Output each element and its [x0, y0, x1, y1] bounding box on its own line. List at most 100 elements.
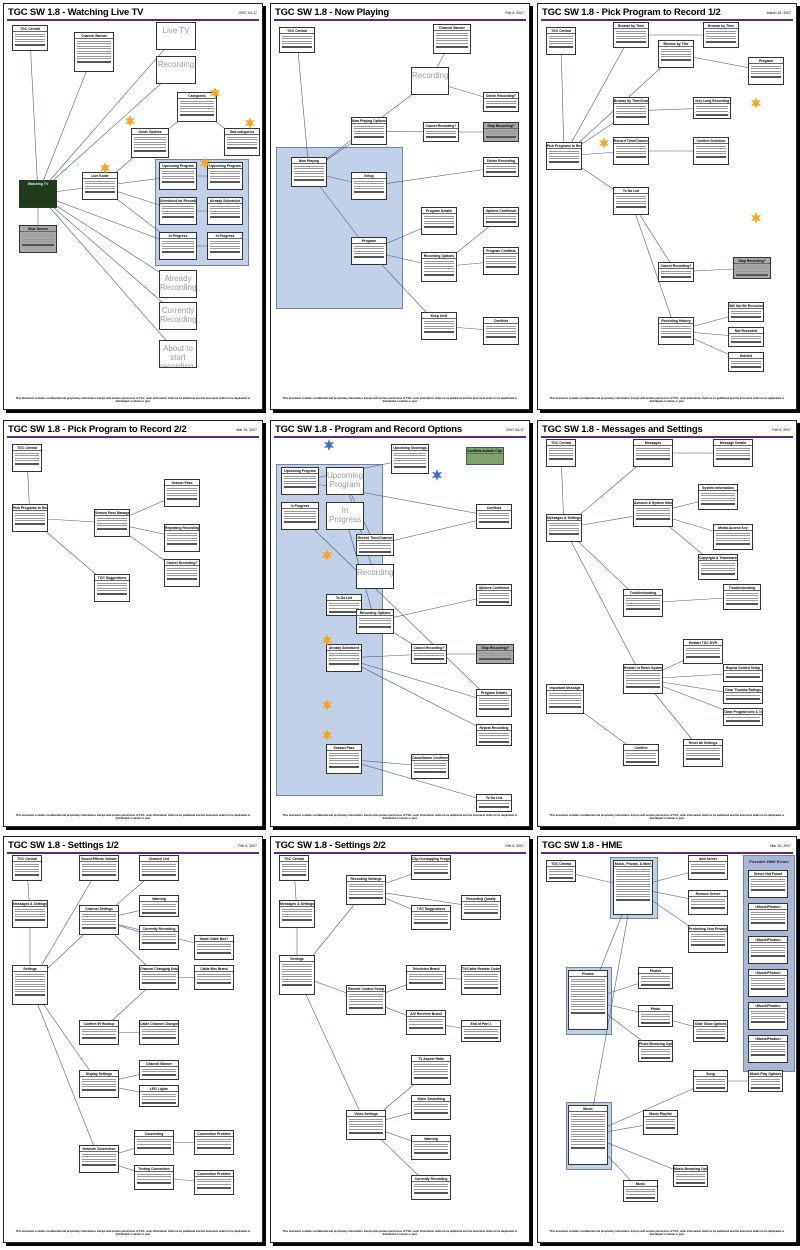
screen-content-line: [571, 1133, 605, 1135]
screen-content-line: [134, 146, 166, 148]
screen-title: Stop Recording?: [477, 645, 513, 651]
screen-content-line: [82, 1153, 116, 1155]
screen-content-line: [82, 918, 116, 920]
screen-content-line: [751, 1081, 780, 1082]
screen-node: Messages & Settings: [279, 900, 315, 928]
screen-content-line: [197, 948, 231, 950]
screen-node: Sub-categories: [224, 128, 260, 156]
screen-node: Connection Problem: [194, 1130, 234, 1155]
screen-content-line: [167, 498, 197, 500]
screen-content-line: [15, 463, 39, 465]
screen-content-line: [82, 1156, 116, 1157]
screen-content-line: [414, 1071, 448, 1072]
screen-content-line: [661, 270, 691, 272]
screen-content-line: [736, 273, 768, 276]
screen-content-line: [486, 260, 516, 262]
screen-content-line: [436, 37, 468, 39]
screen-content-line: [731, 338, 761, 339]
screen-content-line: [282, 968, 312, 970]
screen-content-line: [414, 762, 446, 764]
screen-content-line: [210, 248, 240, 249]
screen-node: To Do List: [476, 794, 512, 812]
screen-title: Television Brand: [407, 966, 445, 972]
screen-content-line: [731, 341, 761, 343]
screen-content-line: [15, 38, 45, 40]
screen-node: Upcoming Program: [281, 467, 319, 495]
screen-title: Program: [749, 58, 783, 64]
page-date: Mar 15, 2007: [236, 428, 257, 432]
screen-content-line: [282, 911, 312, 912]
screen-title: Video Settings: [347, 1111, 385, 1117]
screen-node: Connection Problem: [194, 1170, 234, 1195]
screen-content-line: [549, 525, 579, 526]
screen-content-line: [77, 48, 111, 49]
screen-content-line: [571, 1006, 605, 1007]
screen-content-line: [180, 110, 214, 112]
screen-node: Reset All Settings: [683, 739, 723, 767]
screen-content-line: [15, 983, 45, 985]
screen-content-line: [282, 46, 312, 48]
screen-node: Settings: [12, 965, 48, 1005]
screen-content-line: [142, 933, 176, 935]
screen-node: Pick Programs to Record: [546, 142, 582, 170]
screen-content-line: [751, 914, 785, 915]
screen-content-line: [636, 452, 670, 454]
screen-content-line: [701, 567, 735, 569]
screen-content-line: [751, 977, 785, 979]
screen-node: Program: [748, 57, 784, 85]
flow-arrow: [37, 193, 179, 355]
screen-content-line: [82, 921, 116, 922]
screen-content-line: [85, 183, 115, 184]
screen-node: Troubleshooting: [623, 589, 663, 617]
screen-node: A/V Receiver Brand: [406, 1010, 446, 1035]
screen-title: In Progress: [282, 503, 318, 509]
screen-title: End of Part 1: [462, 1021, 500, 1027]
starburst-icon: [321, 699, 333, 711]
screen-preview: Already Recording: [160, 274, 197, 292]
screen-content-line: [464, 981, 498, 982]
starburst-icon: [431, 469, 443, 481]
screen-title: Confirm: [624, 745, 658, 751]
screen-content-line: [142, 871, 176, 872]
screen-node: Browse by Time/Channel: [613, 97, 649, 125]
screen-node: Record Time/Channel: [613, 137, 649, 165]
flow-arrow: [560, 40, 565, 157]
screen-content-line: [414, 1066, 448, 1067]
screen-content-line: [751, 1015, 785, 1017]
screen-node: Guide Options: [131, 128, 169, 158]
screen-title: Video Smoothing: [412, 1096, 450, 1102]
screen-content-line: [137, 1141, 171, 1142]
screen-title: Browse by Time: [704, 23, 738, 29]
screen-content-line: [15, 455, 39, 456]
confidentiality-footer: This document contains confidential and …: [282, 1230, 518, 1236]
screen-content-line: [479, 735, 509, 736]
screen-node: TGC Central: [12, 25, 48, 51]
screen-content-line: [82, 1028, 116, 1030]
screen-node: Recording Options: [421, 252, 457, 282]
screen-content-line: [142, 863, 176, 865]
screen-node: Stop Recording?: [476, 644, 514, 664]
screen-title: Now Playing Options: [352, 118, 386, 124]
screen-content-line: [691, 866, 725, 867]
screen-content-line: [167, 495, 197, 496]
screen-content-line: [394, 455, 426, 456]
screen-content-line: [736, 268, 768, 269]
screen-node: <Music/Photos>: [748, 936, 788, 964]
screen-content-line: [616, 883, 650, 885]
screen-content-line: [142, 1028, 176, 1030]
screen-content-line: [751, 1018, 785, 1019]
screen-content-line: [571, 1001, 605, 1002]
screen-content-line: [137, 1181, 171, 1184]
screen-content-line: [464, 1031, 498, 1032]
screen-title: A/V Receiver Brand: [407, 1011, 445, 1017]
screen-content-line: [549, 530, 579, 531]
screen-content-line: [486, 133, 516, 134]
screen-content-line: [15, 460, 39, 461]
screen-node: In Progress: [281, 502, 319, 530]
screen-title: Recording History: [659, 318, 693, 324]
screen-content-line: [626, 1188, 655, 1190]
screen-content-line: [731, 316, 761, 318]
flow-arrow: [368, 166, 502, 187]
